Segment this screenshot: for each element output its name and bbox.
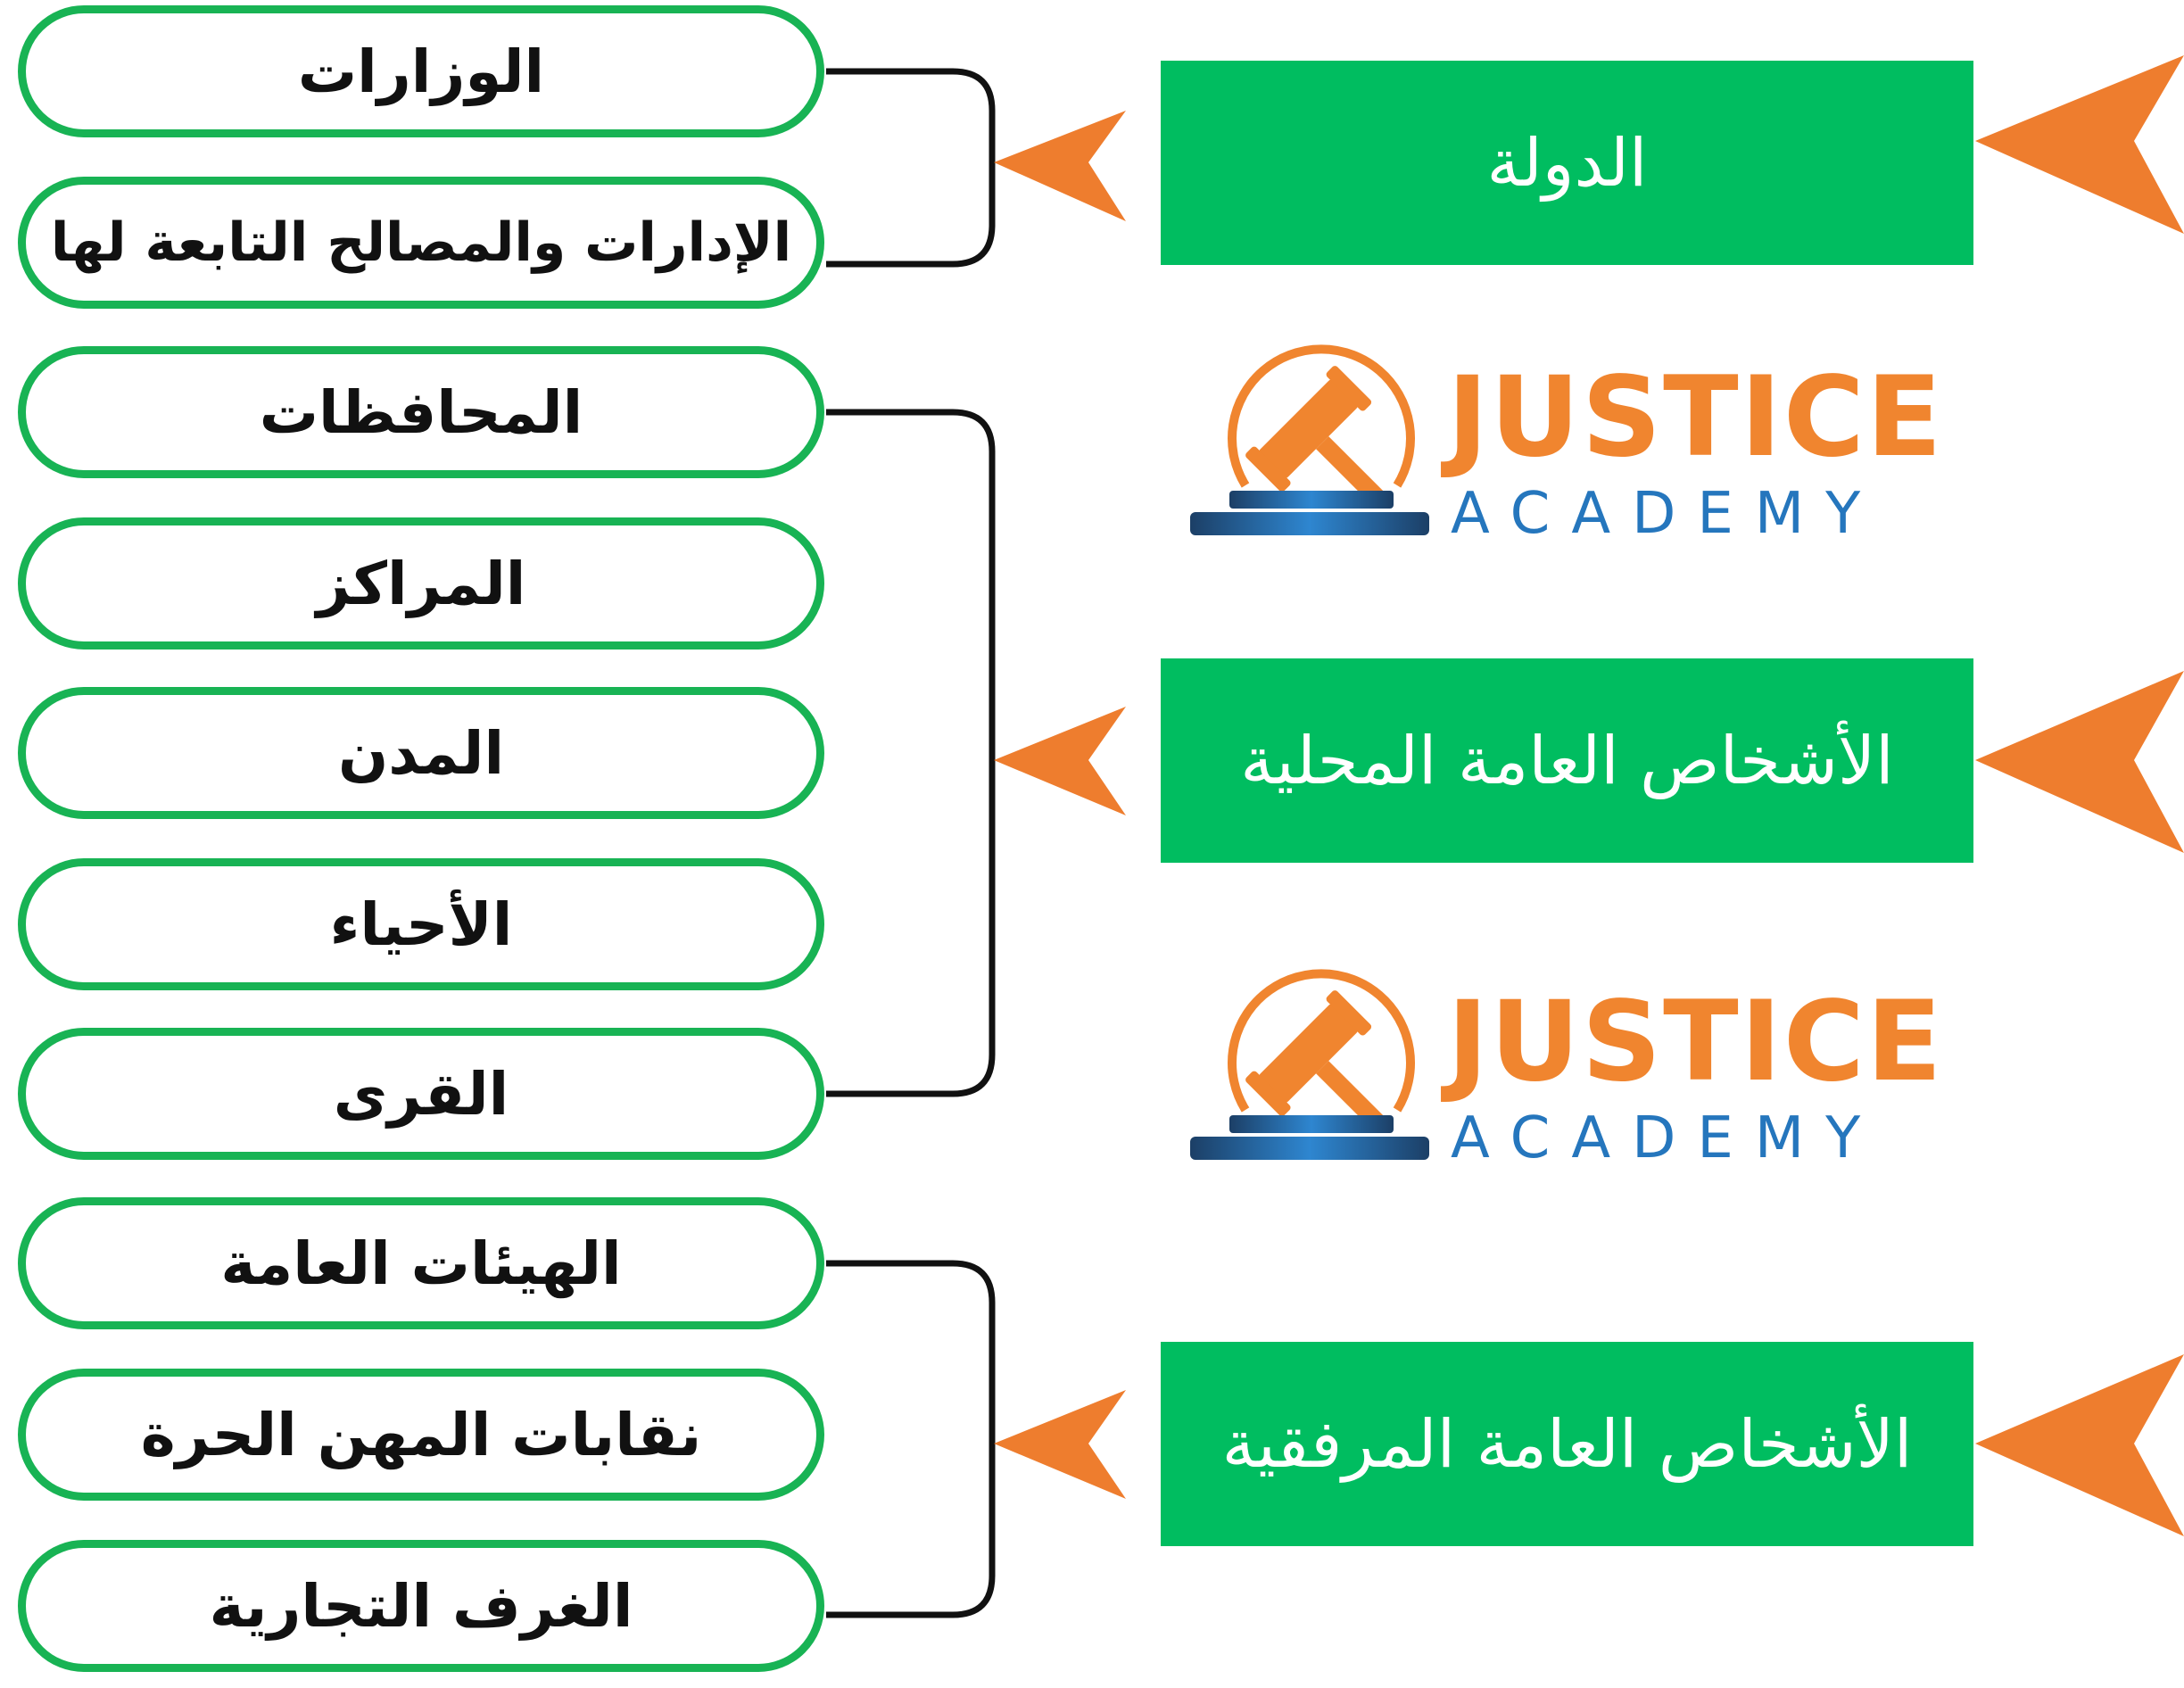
category-label: الأشخاص العامة المرفقية xyxy=(1221,1405,1913,1483)
category-box-local: الأشخاص العامة المحلية xyxy=(1161,658,1973,863)
logo-subtitle: ACADEMY xyxy=(1451,481,1882,547)
logo-title: JUSTICE xyxy=(1447,978,1944,1106)
justice-academy-logo: JUSTICE ACADEMY xyxy=(1187,967,1942,1181)
member-label: القرى xyxy=(333,1059,509,1129)
category-label: الأشخاص العامة المحلية xyxy=(1240,722,1894,799)
member-pill: المدن xyxy=(18,687,824,819)
category-label: الدولة xyxy=(1486,124,1648,202)
arrow-to-utility-box xyxy=(1975,1354,2184,1536)
arrow-to-local-members xyxy=(994,707,1126,815)
member-label: المدن xyxy=(337,718,505,788)
arrow-to-local-box xyxy=(1975,671,2184,853)
member-pill: الأحياء xyxy=(18,858,824,990)
bracket-local xyxy=(826,409,996,1097)
member-pill: الغرف التجارية xyxy=(18,1540,824,1672)
gavel-icon xyxy=(1190,344,1429,535)
member-label: المحافظات xyxy=(259,377,583,447)
arrow-to-utility-members xyxy=(994,1390,1126,1499)
bracket-utility xyxy=(826,1260,996,1618)
gavel-icon xyxy=(1190,969,1429,1160)
category-box-utility: الأشخاص العامة المرفقية xyxy=(1161,1342,1973,1546)
member-label: الغرف التجارية xyxy=(209,1571,633,1641)
arrow-to-state-box xyxy=(1975,55,2184,234)
member-label: المراكز xyxy=(316,549,526,618)
logo-subtitle: ACADEMY xyxy=(1451,1105,1882,1171)
member-pill: المراكز xyxy=(18,517,824,650)
member-label: الإدارات والمصالح التابعة لها xyxy=(50,211,792,274)
justice-academy-logo: JUSTICE ACADEMY xyxy=(1187,343,1942,557)
member-pill: المحافظات xyxy=(18,346,824,478)
arrow-to-state-members xyxy=(994,111,1126,221)
member-pill: الوزارات xyxy=(18,5,824,137)
member-label: الهيئات العامة xyxy=(220,1229,622,1298)
member-label: الوزارات xyxy=(297,37,545,106)
bracket-state xyxy=(826,68,996,268)
logo-title: JUSTICE xyxy=(1447,353,1944,482)
member-pill: الهيئات العامة xyxy=(18,1197,824,1329)
category-box-state: الدولة xyxy=(1161,61,1973,265)
member-pill: الإدارات والمصالح التابعة لها xyxy=(18,177,824,309)
member-label: الأحياء xyxy=(329,890,513,959)
member-pill: القرى xyxy=(18,1028,824,1160)
member-pill: نقابات المهن الحرة xyxy=(18,1369,824,1501)
member-label: نقابات المهن الحرة xyxy=(140,1400,702,1469)
